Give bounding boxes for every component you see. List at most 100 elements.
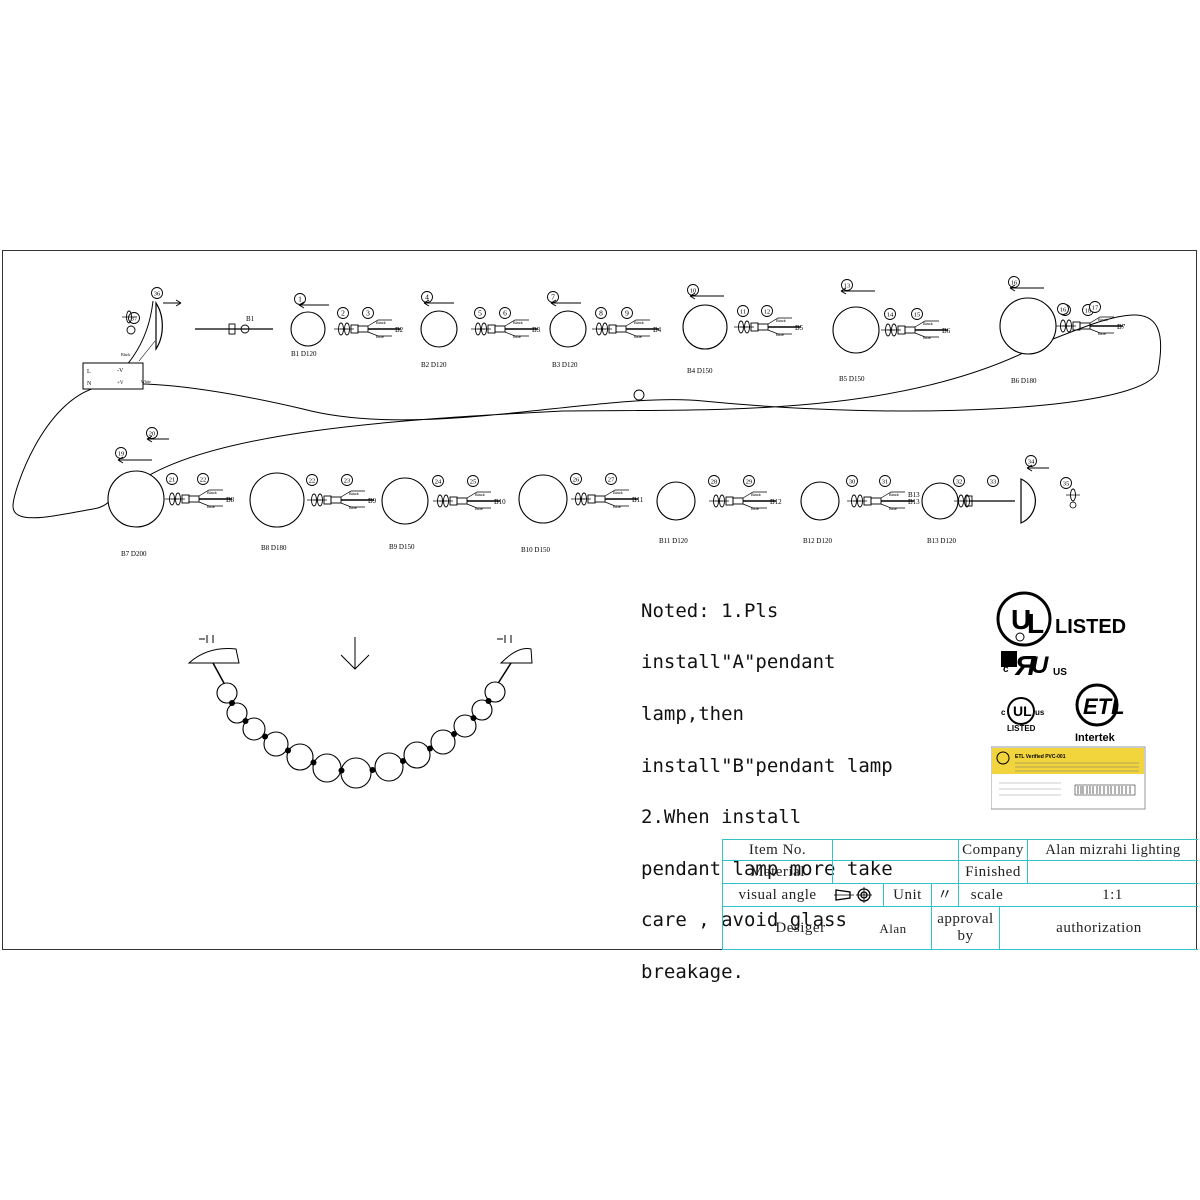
lamp-label: B4 D150 — [687, 367, 713, 375]
wire-label: Black — [634, 320, 644, 325]
wire-label: Black — [776, 318, 786, 323]
company-value: Alan mizrahi lighting — [1045, 841, 1181, 858]
step-circle — [879, 475, 891, 487]
step-circle — [1057, 303, 1069, 315]
connector-label: B1 — [246, 315, 255, 323]
step-number: 15 — [914, 312, 921, 319]
connector-label: B10 — [494, 498, 506, 506]
insert-arrow-head — [1009, 284, 1016, 292]
step-number: 4 — [425, 293, 429, 302]
step-marker: 11 — [737, 305, 749, 317]
finished-label: Finished — [965, 863, 1021, 880]
connector-label: B13 — [908, 498, 920, 506]
connector-label: B7 — [1117, 323, 1126, 331]
step-circle — [884, 308, 896, 320]
overview-globe — [430, 729, 456, 755]
wire-label: Black — [513, 320, 523, 325]
svg-text:us: us — [1035, 708, 1045, 717]
step-circle — [1089, 301, 1101, 313]
step-number: 35 — [1063, 481, 1070, 488]
socket-leads — [604, 489, 629, 507]
step-marker: 14 — [884, 308, 896, 320]
wire-label: White — [141, 379, 151, 384]
glass-globe — [656, 481, 696, 521]
note-line: 2.When install — [641, 806, 802, 829]
driver-vminus-label: -V — [117, 368, 124, 374]
connector-label: B5 — [795, 324, 804, 332]
connector-label: B3 — [532, 326, 541, 334]
note-line: install"B"pendant lamp — [641, 754, 893, 777]
lamp-label: B3 D120 — [552, 361, 578, 369]
socket-body — [732, 497, 744, 505]
designer-label: Desiger — [775, 919, 826, 936]
overview-rod — [496, 662, 512, 686]
step-marker: 30 — [846, 475, 858, 487]
svg-text:c: c — [1001, 708, 1006, 717]
step-number: 9 — [625, 309, 629, 318]
step-number: 7 — [551, 293, 555, 302]
socket-body — [494, 325, 506, 333]
insert-arrow-head — [298, 301, 305, 309]
socket-leads — [914, 320, 939, 338]
overview-joint — [427, 745, 433, 752]
overview-globe — [242, 717, 266, 741]
scale-value: 1:1 — [1102, 886, 1123, 903]
step-marker: 33 — [987, 475, 999, 487]
step-circle — [846, 475, 858, 487]
glass-globe — [549, 310, 587, 348]
wire-label: Blue — [1098, 331, 1107, 336]
overview-globe — [403, 741, 431, 769]
socket-leads — [880, 491, 905, 509]
wire-label: Black — [923, 321, 933, 326]
step-marker: 22 — [306, 474, 318, 486]
insert-arrow-head — [840, 287, 847, 295]
ceiling-canopy — [1020, 478, 1037, 524]
step-circle — [953, 475, 965, 487]
step-marker: 2 — [337, 307, 349, 319]
insert-arrow-head — [689, 292, 696, 300]
wire-label: Blue — [207, 504, 216, 509]
insert-arrow-head — [550, 299, 557, 307]
step-marker: 6 — [499, 307, 511, 319]
socket-leads — [1089, 316, 1114, 334]
wire-label: Black — [207, 490, 217, 495]
wire-label: Black — [349, 491, 359, 496]
pendant-overview — [187, 635, 533, 789]
overview-globe — [226, 702, 248, 724]
step-marker: 27 — [605, 473, 617, 485]
overview-globe — [340, 757, 372, 789]
intertek-text: Intertek — [1075, 732, 1116, 744]
step-number: 20 — [149, 431, 156, 438]
wire-label: Blue — [376, 334, 385, 339]
lamp-label: B6 D180 — [1011, 377, 1037, 385]
socket-leads — [742, 491, 767, 509]
overview-globe — [312, 753, 342, 783]
socket-body — [330, 496, 342, 504]
c-ul-listed-text: LISTED — [1007, 724, 1036, 733]
step-circle — [761, 305, 773, 317]
ul-listed-text: LISTED — [1055, 616, 1126, 638]
wire-label: Blue — [613, 504, 622, 509]
glass-globe — [800, 481, 840, 521]
socket-body — [757, 323, 769, 331]
power-cable — [12, 300, 1162, 519]
step-number: 11 — [740, 309, 746, 316]
lamp-label: B13 D120 — [927, 537, 956, 545]
insert-arrow-head — [1026, 464, 1033, 472]
overview-joint — [310, 759, 317, 766]
socket-body — [357, 325, 369, 333]
projection-symbol-icon — [834, 887, 872, 903]
svg-text:c: c — [1003, 664, 1009, 675]
designer-value: Alan — [879, 920, 907, 936]
step-circle — [605, 473, 617, 485]
ceiling-canopy — [155, 300, 163, 352]
overview-joint — [400, 758, 406, 764]
overview-globe — [374, 752, 404, 782]
step-circle — [197, 473, 209, 485]
driver-box — [82, 362, 144, 390]
